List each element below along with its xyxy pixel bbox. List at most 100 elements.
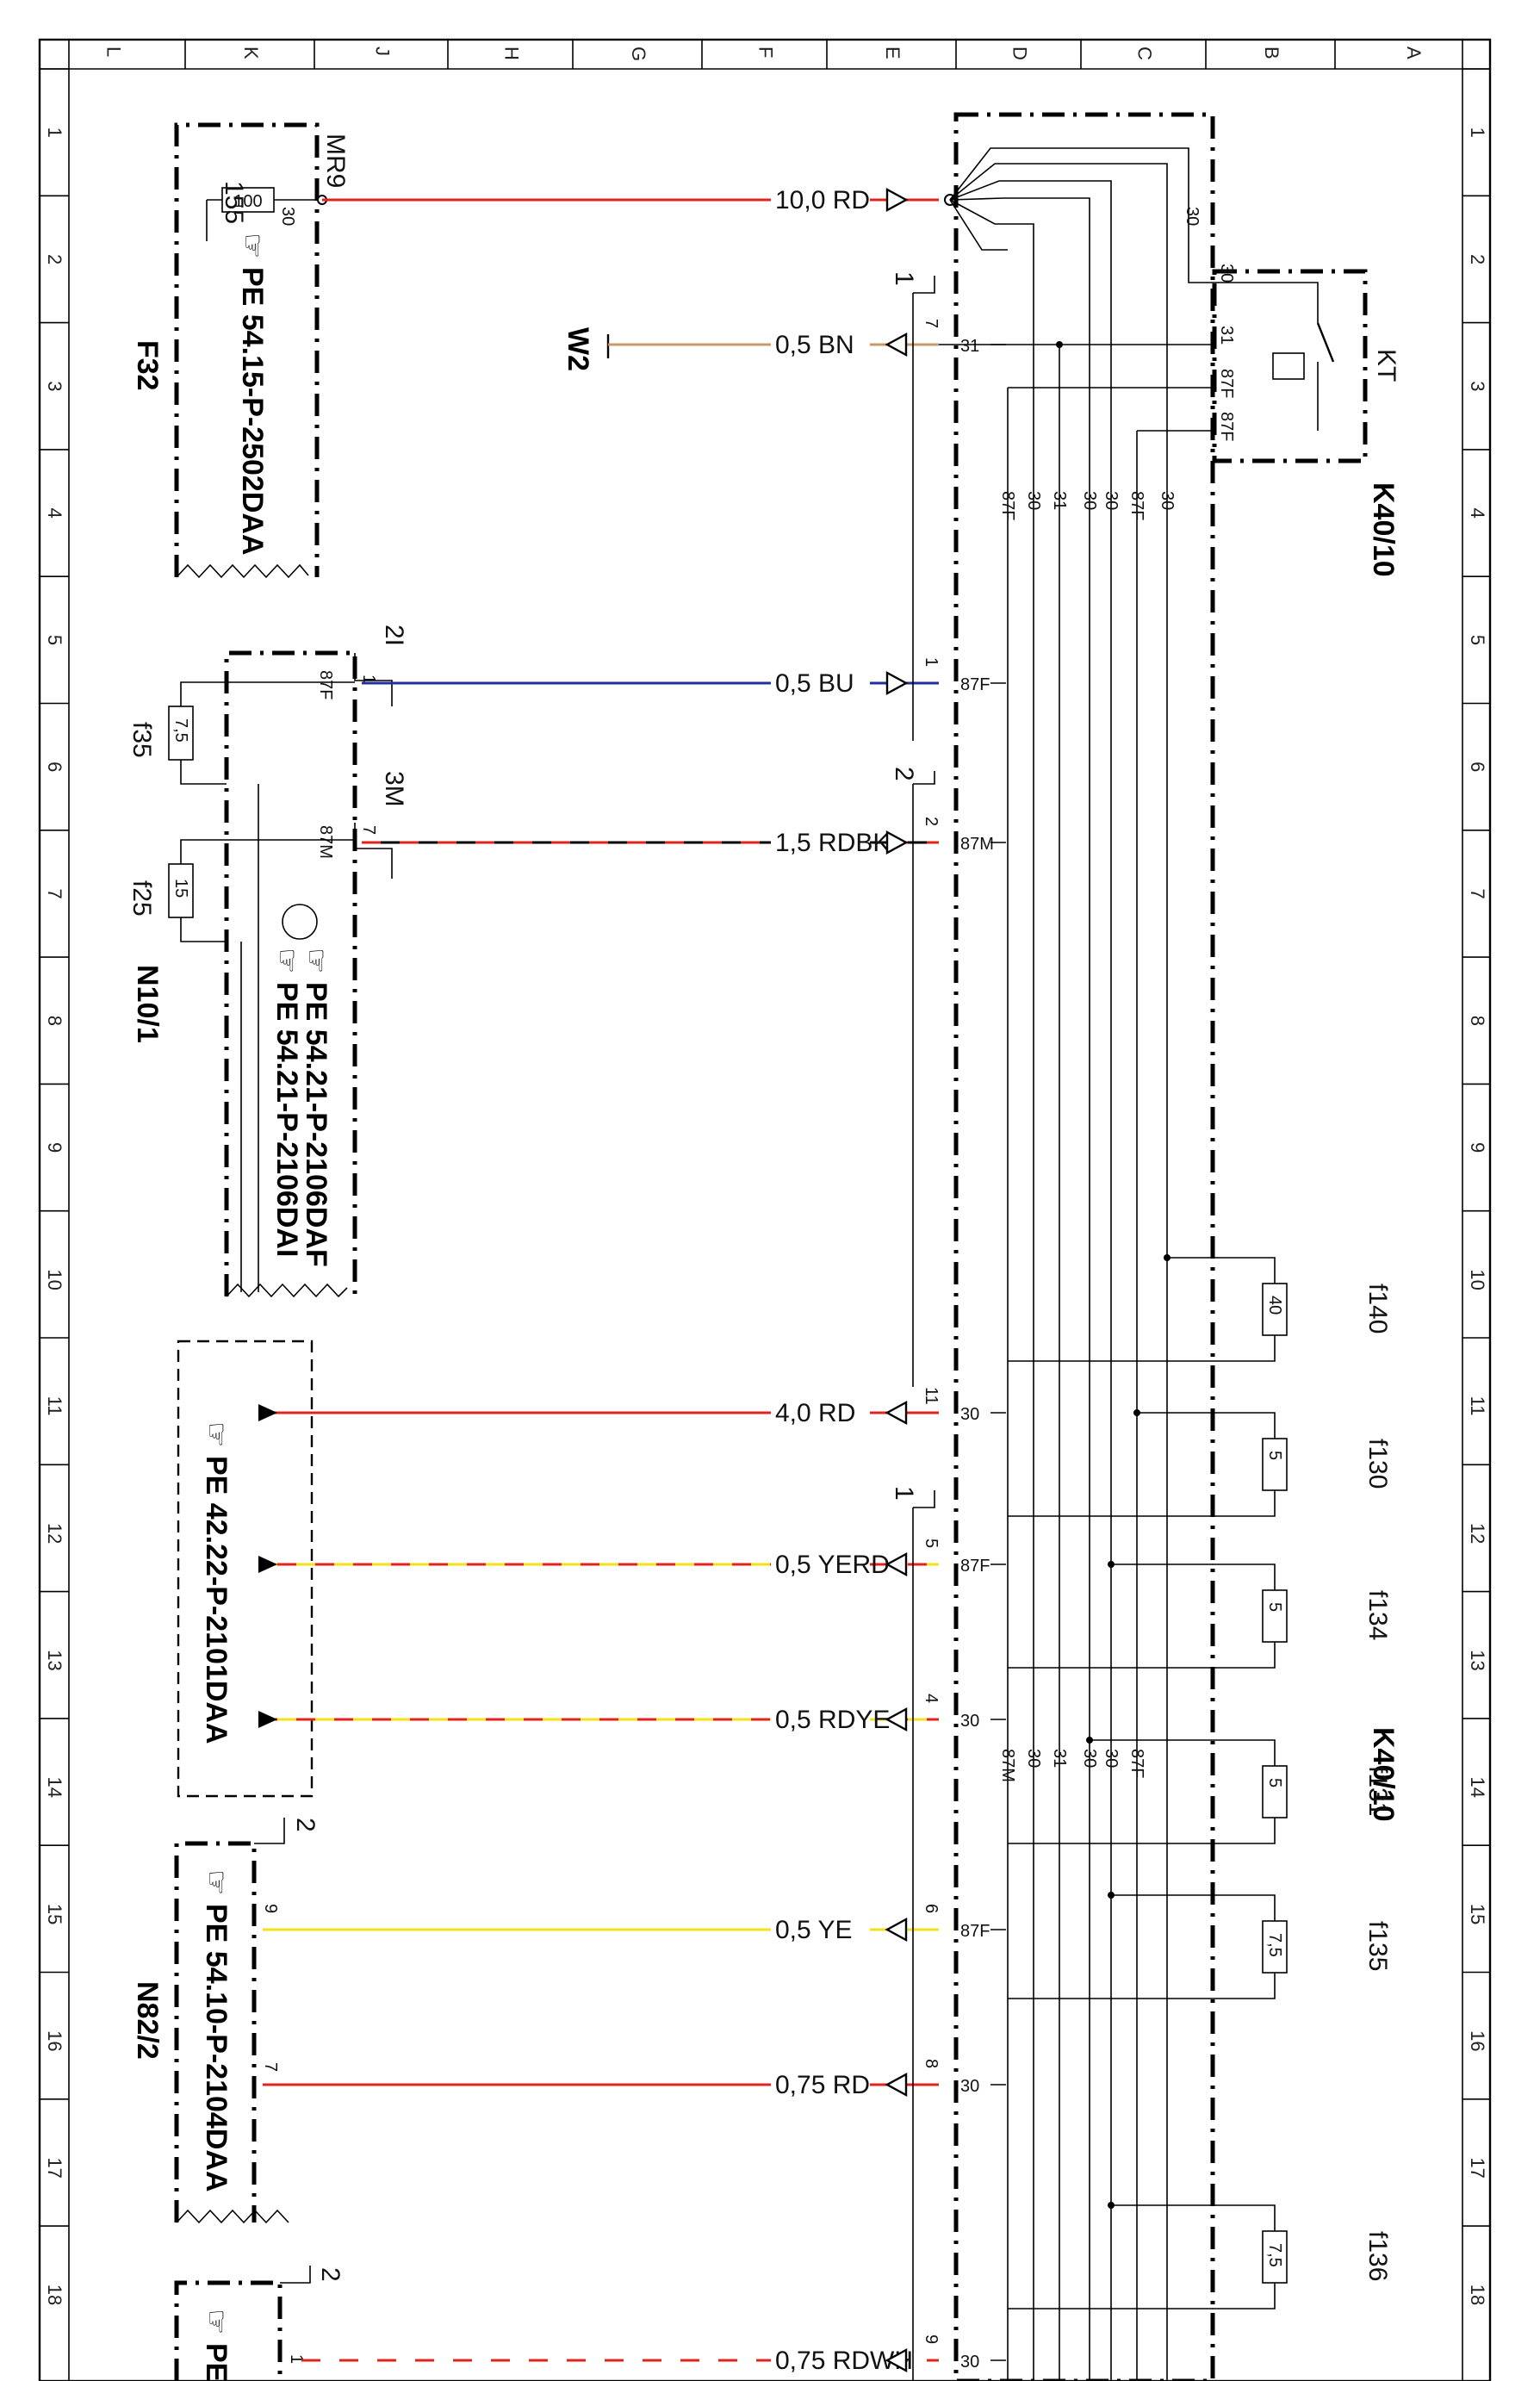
grid-row-label-left: 5 (44, 635, 65, 645)
fuse-lead-out (1008, 1818, 1276, 1844)
grid-row-label-left: 17 (44, 2157, 65, 2178)
bus-label: 87F (1127, 1749, 1146, 1778)
fuse-value: 5 (1265, 1451, 1284, 1460)
k40-10-name-2: K40/10 (1367, 1727, 1400, 1822)
fuse-body (1262, 1589, 1288, 1643)
fuse-value: 40 (1265, 1296, 1284, 1315)
fuse-lead-in (1137, 1412, 1276, 1439)
connector-arrow (885, 332, 908, 357)
bracket-3-label: 1 (890, 1486, 918, 1501)
wire-pin: 8 (922, 2059, 941, 2068)
bus-node (1086, 1737, 1093, 1744)
fuse-lead-out (1008, 1973, 1276, 1999)
grid-row-label-right: 8 (1467, 1016, 1488, 1026)
relay-pin: 87F (1217, 369, 1236, 398)
bus-label: 31 (1050, 491, 1069, 510)
n10-1-conn-3m-label: 3M (380, 771, 408, 807)
k40-label-30: 30 (1183, 207, 1202, 226)
n10-1-conn-2i-label: 2I (380, 625, 408, 646)
bottom-block-conn (280, 2266, 311, 2284)
bracket-1-label: 1 (890, 271, 918, 286)
component-note-42-22: ☞ PE 42.22-P-2101DAA (177, 1340, 314, 1798)
n10-1-f25-lead-b (180, 917, 227, 942)
note-42-22-icon: ☞ (200, 1421, 233, 1447)
wire-label: 4,0 RD (775, 1399, 855, 1427)
grid-row-label-left: 11 (44, 1396, 65, 1416)
grid-col-label: A (1403, 47, 1425, 59)
relay-contact-30 (1214, 282, 1319, 323)
relay-name: KT (1372, 349, 1400, 382)
n10-1-note2-icon: ☞ (270, 948, 303, 973)
note-42-22-text: PE 42.22-P-2101DAA (200, 1456, 233, 1744)
fuse-id: f140 (1363, 1284, 1392, 1333)
fuse-value: 5 (1265, 1602, 1284, 1612)
grid-row-label-right: 14 (1467, 1777, 1488, 1798)
fuse-id: f130 (1363, 1439, 1392, 1489)
wire-pin: 5 (922, 1539, 941, 1548)
relay-pin: 31 (1217, 326, 1236, 345)
grid-row-label-right: 3 (1467, 381, 1488, 391)
n10-1-pin-87m: 87M (316, 825, 335, 859)
n10-1-f25-value: 15 (171, 879, 190, 898)
n10-1-f35-lead-b (180, 760, 227, 785)
grid-col-label: L (103, 47, 125, 57)
grid-col-label: E (882, 47, 904, 59)
bus-label: 30 (1080, 491, 1099, 510)
grid-col-label: K (240, 47, 262, 59)
n10-1-note1-icon: ☞ (300, 948, 332, 973)
wire-terminal: 30 (960, 1712, 979, 1731)
fuse-lead-in (1111, 1894, 1276, 1921)
n10-1-note1: PE 54.21-P-2106DAF (300, 982, 332, 1267)
component-f32: 100 155 30 MR9 ☞ PE 54.15-P-2502DAA F32 (131, 122, 350, 579)
grid-row-label-right: 2 (1467, 254, 1488, 264)
f32-boundary (174, 122, 320, 577)
wire-terminal: 87M (960, 835, 994, 854)
wire-label: 0,5 RDYE (775, 1706, 890, 1734)
fuse-value: 5 (1265, 1778, 1284, 1787)
grid-row-label-right: 10 (1467, 1269, 1488, 1290)
grid-col-label: C (1134, 47, 1156, 60)
relay-switch (1316, 322, 1335, 363)
grid-row-label-left: 2 (44, 254, 65, 264)
bus-label: 30 (1080, 1749, 1099, 1768)
grid-row-label-left: 1 (44, 127, 65, 138)
grid-row-label-right: 1 (1467, 127, 1488, 138)
fuse-lead-in (1111, 2204, 1276, 2231)
wire-pin: 2 (922, 817, 941, 826)
connector-arrow (885, 1706, 908, 1732)
connector-arrow (885, 1551, 908, 1577)
grid-row-label-left: 13 (44, 1650, 65, 1670)
wire-pin: 7 (922, 319, 941, 328)
bottom-block-note: PE (200, 2343, 233, 2381)
wire-label: 0,5 BU (775, 669, 854, 698)
n10-1-conn-2i (354, 653, 393, 706)
bus-label: 87M (998, 1749, 1017, 1782)
output-arrow (258, 1711, 277, 1728)
component-n82-2: 2 9 7 ☞ PE 54.10-P-2104DAA N82/2 (131, 1818, 320, 2224)
bus-node (1108, 1561, 1115, 1568)
wire-terminal: 30 (960, 1405, 979, 1424)
bus-label: 30 (1024, 1749, 1043, 1768)
bus-30-c (949, 197, 1090, 2381)
connector-arrow (885, 2072, 908, 2098)
grid-row-label-left: 4 (44, 508, 65, 519)
bus-30-a (949, 163, 1168, 2381)
bus-label: 30 (1102, 491, 1121, 510)
bus-label: 87F (998, 491, 1017, 520)
relay-pin: 87F (1217, 412, 1236, 441)
connector-brackets: 1 2 1 (890, 271, 935, 2381)
grid-row-label-right: 16 (1467, 2030, 1488, 2051)
fuse-body (1262, 1438, 1288, 1491)
fuse-body (1262, 1765, 1288, 1818)
n10-1-boundary (224, 650, 357, 1296)
component-bottom-block: 2 1 ☞ PE (174, 2266, 345, 2381)
fuse-lead-out (1008, 1490, 1276, 1517)
